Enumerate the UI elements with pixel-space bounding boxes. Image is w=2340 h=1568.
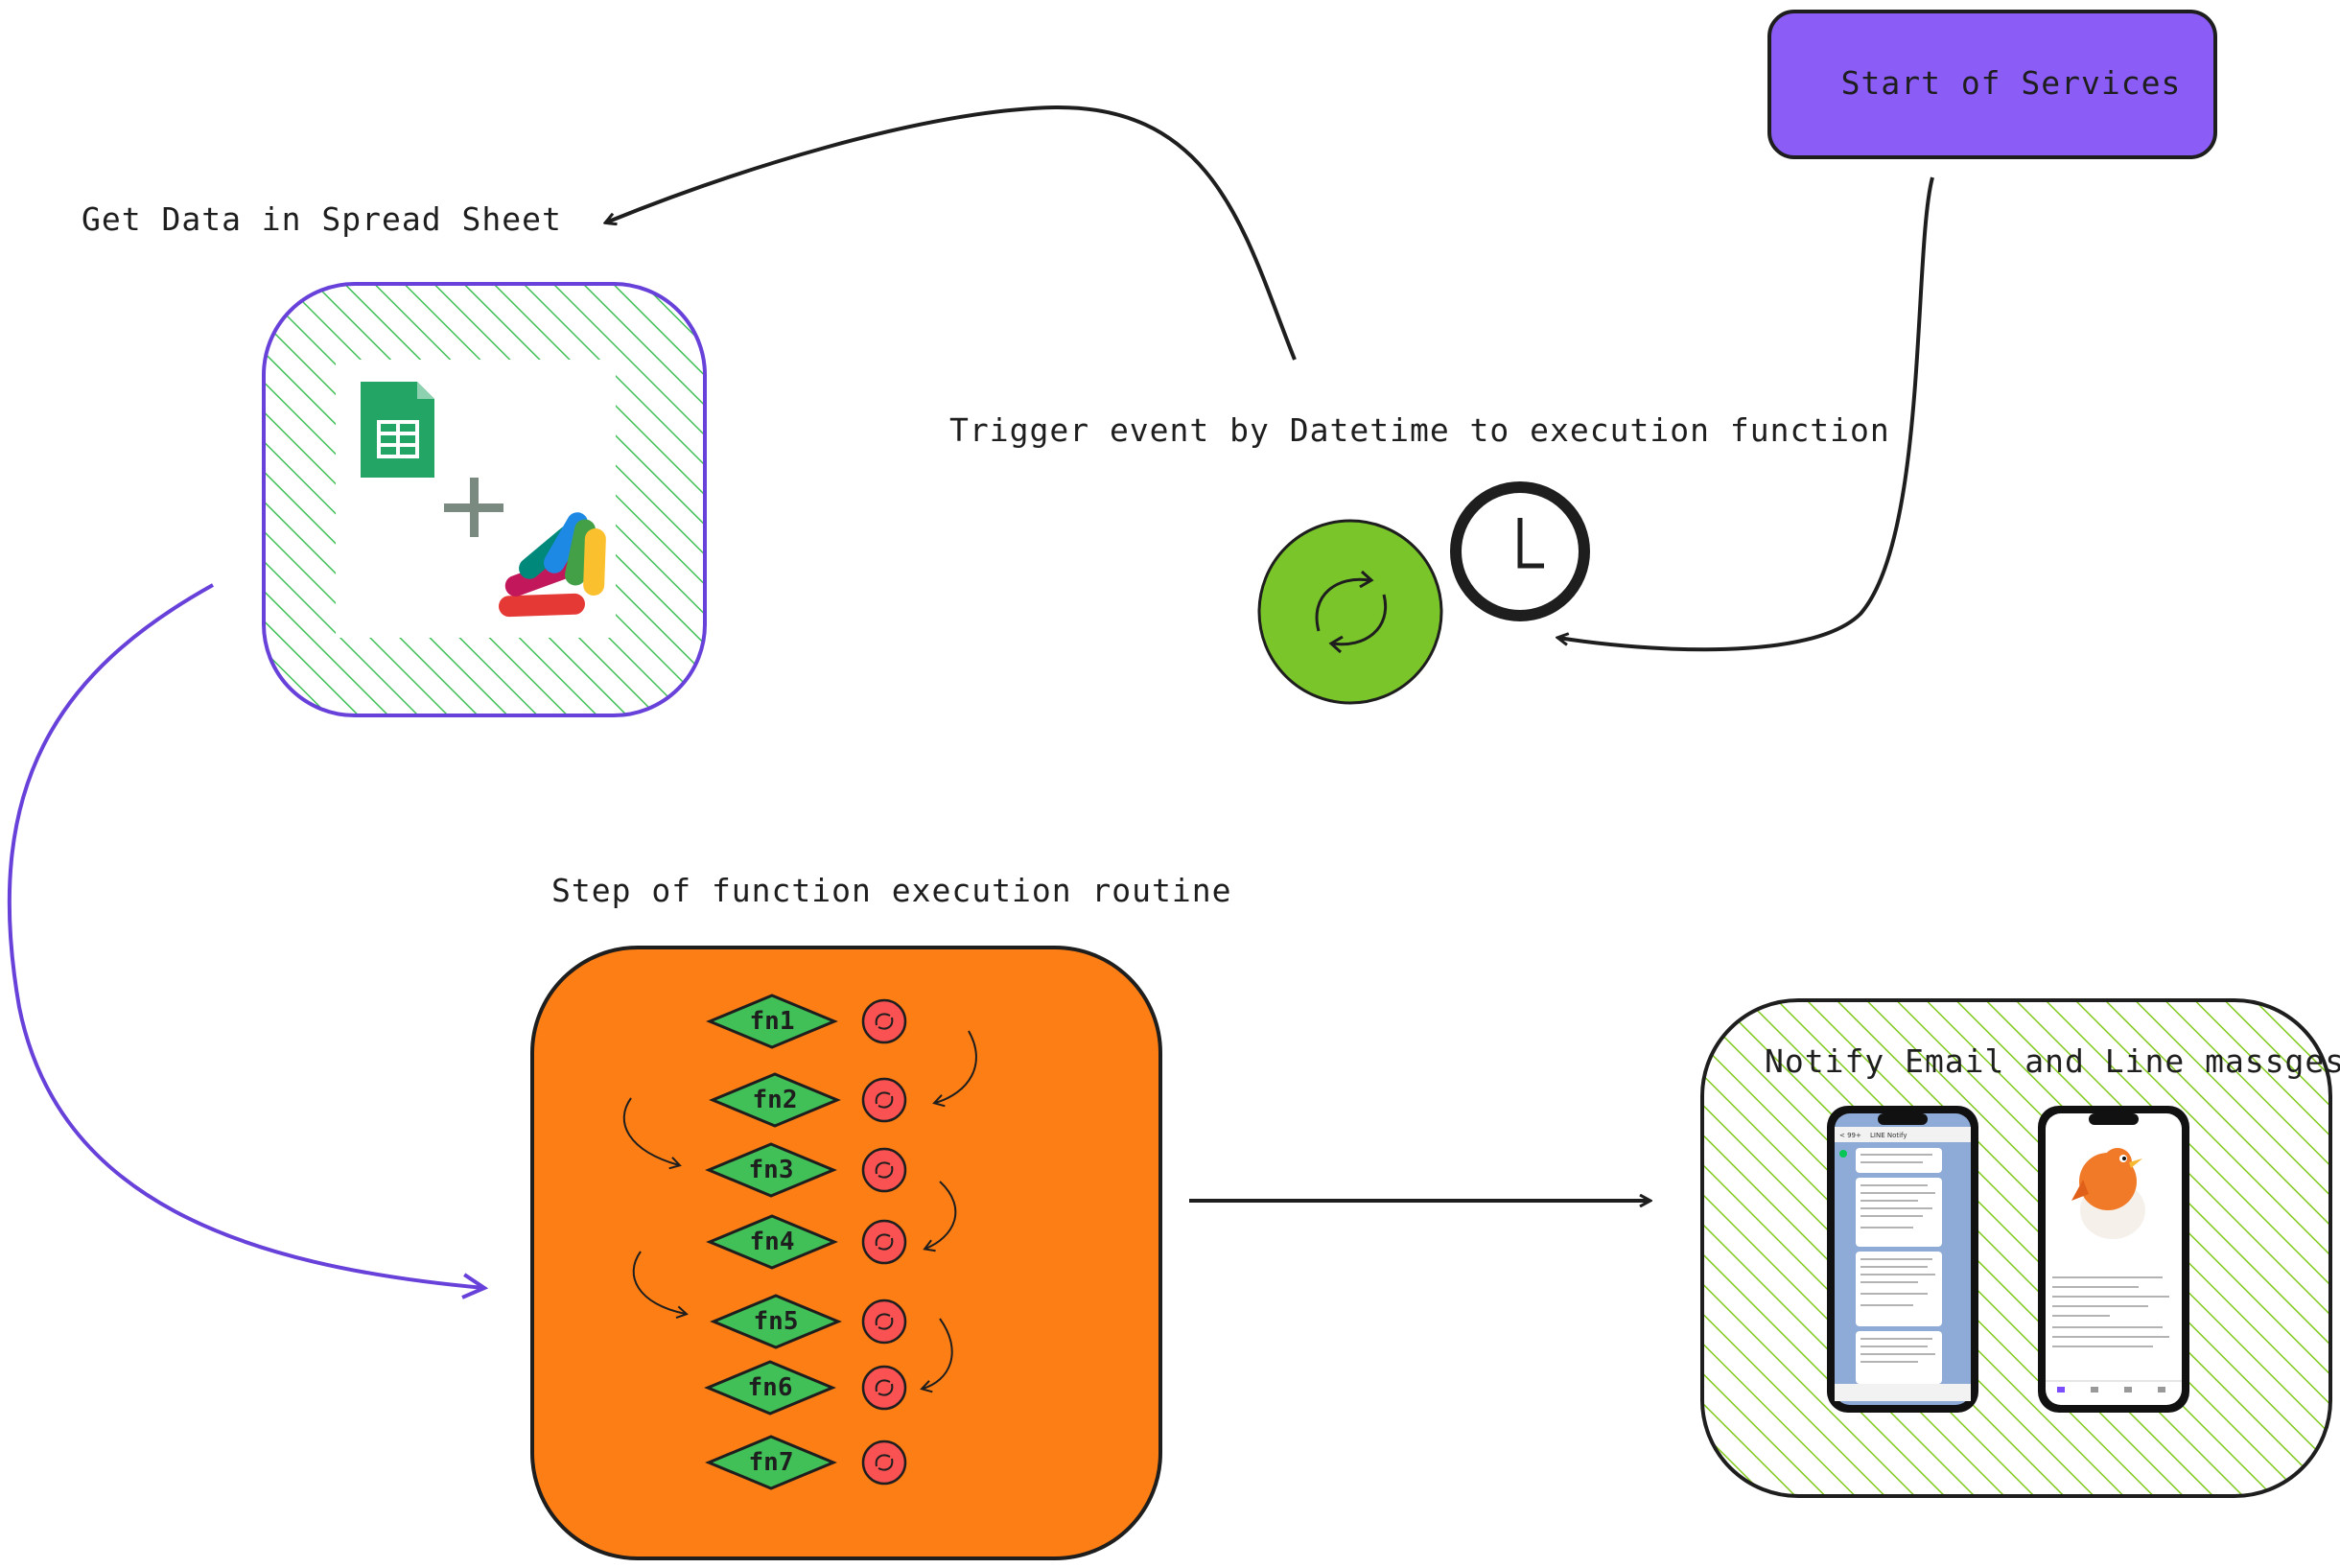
function-status-circle	[861, 1219, 907, 1265]
phone-title-text: LINE Notify	[1870, 1132, 1907, 1139]
refresh-icon	[875, 1313, 894, 1330]
trigger-label: Trigger event by Datetime to execution f…	[949, 411, 1890, 449]
step-connector-arrow	[920, 1318, 953, 1393]
function-status-circle	[861, 1077, 907, 1123]
trigger-node[interactable]	[1257, 519, 1443, 705]
function-label: fn4	[750, 1228, 795, 1256]
function-status-circle	[861, 998, 907, 1044]
phone-email	[2038, 1106, 2189, 1413]
function-step-fn4[interactable]: fn4	[706, 1214, 907, 1270]
function-step-fn2[interactable]: fn2	[709, 1072, 907, 1128]
function-step-fn6[interactable]: fn6	[704, 1360, 907, 1416]
clock-icon	[1450, 481, 1590, 621]
function-step-fn7[interactable]: fn7	[705, 1435, 907, 1490]
step-connector-arrow	[932, 1030, 977, 1108]
refresh-icon	[875, 1161, 894, 1179]
refresh-icon	[875, 1091, 894, 1109]
function-status-circle	[861, 1365, 907, 1411]
arrow-trigger-to-spreadsheet	[606, 105, 1297, 361]
step-label: Step of function execution routine	[551, 872, 1232, 909]
function-label: fn6	[748, 1373, 793, 1402]
function-diamond	[709, 1072, 841, 1128]
function-status-circle	[861, 1299, 907, 1345]
spreadsheet-node[interactable]	[262, 282, 707, 717]
function-label: fn5	[754, 1307, 799, 1336]
function-step-fn5[interactable]: fn5	[710, 1294, 907, 1349]
function-step-fn1[interactable]: fn1	[706, 994, 907, 1049]
step-connector-arrow	[622, 1097, 682, 1170]
function-label: fn1	[750, 1007, 795, 1036]
function-status-circle	[861, 1147, 907, 1193]
arrow-start-to-trigger	[1558, 176, 1934, 652]
refresh-icon	[875, 1379, 894, 1396]
function-label: fn2	[753, 1086, 798, 1114]
arrow-spreadsheet-to-routine	[7, 583, 484, 1288]
mascot-image	[2071, 1148, 2145, 1239]
start-services-node[interactable]: Start of Services	[1767, 10, 2217, 159]
appsheet-fan-icon	[499, 512, 606, 618]
notify-node[interactable]: Notify Email and Line massges. < 99+ LIN…	[1700, 998, 2340, 1498]
function-diamond	[704, 1360, 836, 1416]
refresh-icon	[1315, 570, 1388, 654]
function-diamond	[706, 1214, 838, 1270]
routine-node[interactable]	[530, 946, 1162, 1560]
plus-icon	[444, 478, 503, 537]
function-step-fn3[interactable]: fn3	[705, 1142, 907, 1198]
google-sheets-icon	[361, 382, 434, 478]
function-steps: fn1 fn2 fn3 fn4 fn5 fn6 fn7	[622, 994, 977, 1490]
function-label: fn3	[749, 1156, 794, 1184]
refresh-icon	[875, 1233, 894, 1251]
get-data-label: Get Data in Spread Sheet	[82, 200, 562, 238]
refresh-icon	[875, 1013, 894, 1030]
phone-line-notify: < 99+ LINE Notify	[1827, 1106, 1978, 1413]
function-diamond	[710, 1294, 842, 1349]
function-diamond	[705, 1142, 837, 1198]
notify-label: Notify Email and Line massges.	[1765, 1042, 2340, 1080]
function-diamond	[705, 1435, 837, 1490]
function-label: fn7	[749, 1448, 794, 1477]
refresh-icon	[875, 1454, 894, 1471]
step-connector-arrow	[632, 1251, 689, 1320]
step-connector-arrow	[923, 1181, 957, 1252]
function-status-circle	[861, 1439, 907, 1486]
function-diamond	[706, 994, 838, 1049]
phone-back-text: < 99+	[1839, 1132, 1861, 1139]
start-services-label: Start of Services	[1841, 64, 2182, 102]
